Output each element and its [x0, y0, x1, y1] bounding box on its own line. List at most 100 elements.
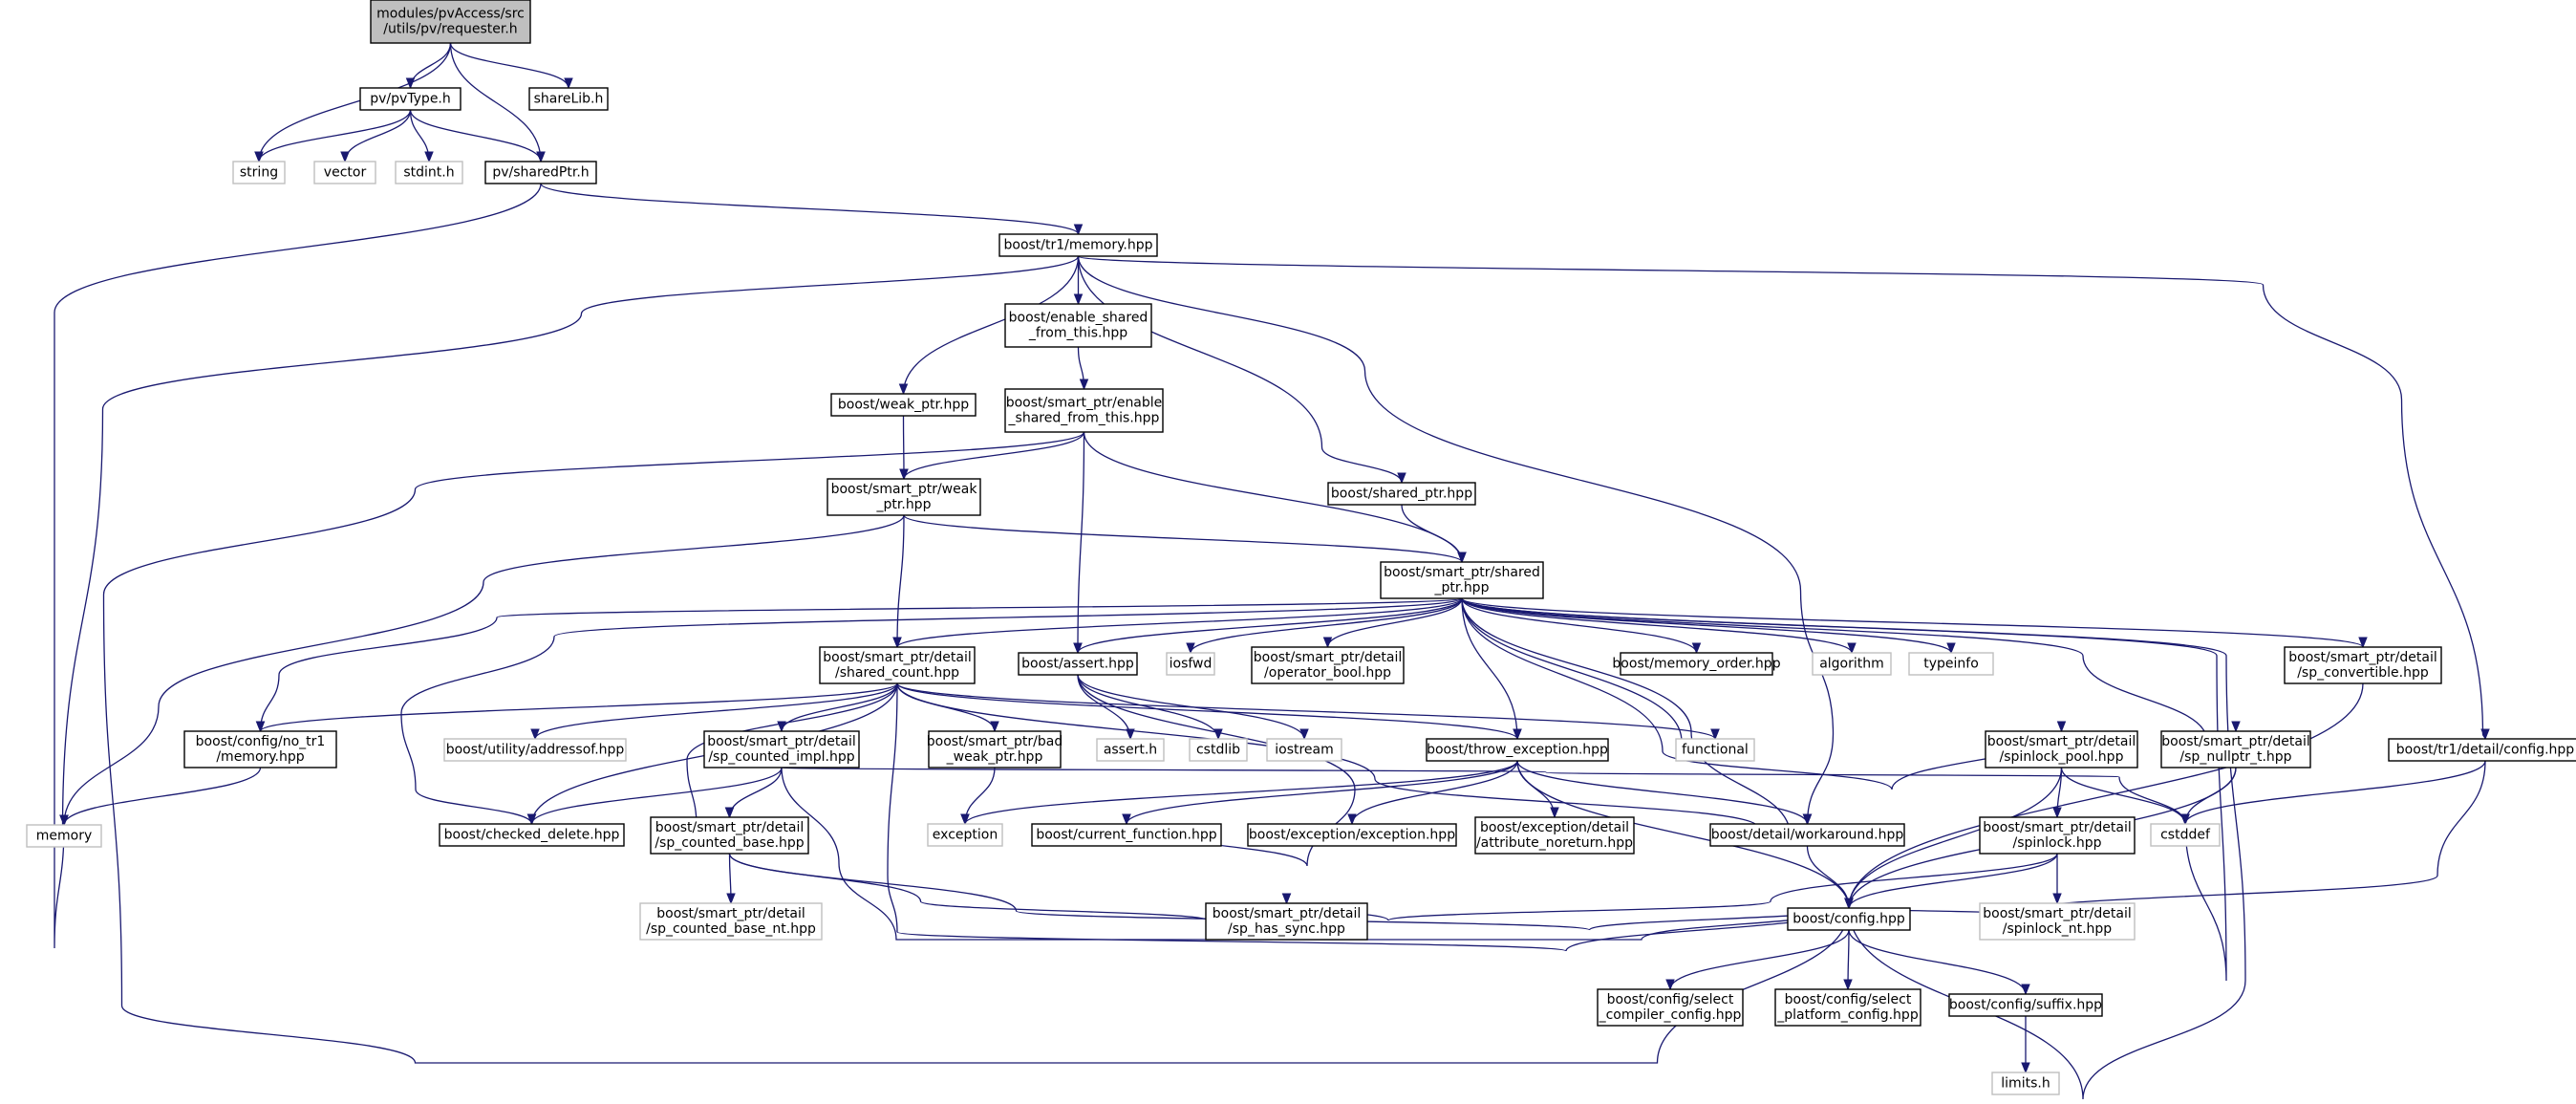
node-spinlock-pool[interactable]: boost/smart_ptr/detail/spinlock_pool.hpp: [1985, 730, 2138, 768]
edge-sp_counted_impl-to-checked_delete: [530, 767, 783, 825]
arrowhead-no_tr1-to-memory: [59, 814, 69, 827]
node-sp-shared-ptr[interactable]: boost/smart_ptr/shared_ptr.hpp: [1380, 561, 1544, 599]
node-suffix[interactable]: boost/config/suffix.hpp: [1948, 993, 2103, 1017]
node-box: [1031, 823, 1222, 847]
edge-no_tr1-to-memory: [63, 767, 262, 826]
node-box: [826, 478, 981, 516]
node-tr1memory[interactable]: boost/tr1/memory.hpp: [998, 233, 1158, 257]
node-spinlock[interactable]: boost/smart_ptr/detail/spinlock.hpp: [1979, 816, 2136, 855]
arrowhead-spinlock_pool-to-spinlock: [2052, 807, 2062, 819]
node-iostream: iostream: [1266, 738, 1342, 762]
node-sp-convertible[interactable]: boost/smart_ptr/detail/sp_convertible.hp…: [2284, 646, 2442, 684]
arrowhead-throw_exception-to-workaround: [1802, 813, 1813, 826]
edge-sp_shared_ptr-to-algorithm: [1461, 597, 1853, 654]
node-label-line: string: [240, 165, 278, 181]
node-label-line: /sp_convertible.hpp: [2297, 665, 2429, 681]
node-box: [1251, 646, 1405, 684]
node-box: [2388, 738, 2576, 762]
edge-sp_shared_ptr-to-iosfwd: [1190, 597, 1463, 654]
arrowhead-sp_shared_ptr-to-shared_count: [892, 637, 902, 649]
node-label-line: boost/memory_order.hpp: [1612, 657, 1780, 672]
node-select-platform[interactable]: boost/config/select_platform_config.hpp: [1774, 988, 1921, 1027]
edge-shared_count-to-functional: [896, 682, 1716, 740]
arrowhead-assert-to-iostream: [1299, 728, 1309, 741]
node-vector: vector: [313, 161, 376, 184]
edge-shared_count-to-sp_counted_impl: [781, 682, 898, 732]
edge-sp_shared_ptr-to-assert: [1077, 597, 1463, 654]
node-box: [1018, 652, 1138, 676]
node-box: [439, 823, 625, 847]
arrowhead-pvType-to-sharedPtr: [536, 151, 546, 163]
node-attribute-noreturn[interactable]: boost/exception/detail/attribute_noretur…: [1474, 816, 1635, 855]
edge-throw_exception-to-exception_hpp: [1351, 760, 1518, 825]
node-label-line: boost/enable_shared: [1009, 311, 1148, 326]
node-stdint: stdint.h: [395, 161, 463, 184]
arrowhead-sp_shared_ptr-to-spinlock_pool: [2056, 721, 2067, 733]
edge-tr1memory-to-weak_ptr: [902, 255, 1080, 395]
node-sp-counted-impl[interactable]: boost/smart_ptr/detail/sp_counted_impl.h…: [703, 730, 860, 768]
node-label-line: /sp_has_sync.hpp: [1228, 921, 1345, 937]
edge-tr1_config-to-config: [1848, 760, 2486, 915]
node-bad-weak-ptr[interactable]: boost/smart_ptr/bad_weak_ptr.hpp: [927, 730, 1063, 768]
node-exception-hpp[interactable]: boost/exception/exception.hpp: [1247, 823, 1457, 847]
node-box: [232, 161, 286, 184]
node-select-compiler[interactable]: boost/config/select_compiler_config.hpp: [1597, 988, 1744, 1027]
node-requester[interactable]: modules/pvAccess/src/utils/pv/requester.…: [370, 0, 531, 44]
node-shared-ptr[interactable]: boost/shared_ptr.hpp: [1327, 482, 1476, 506]
arrowhead-spinlock-to-spinlock_nt: [2052, 893, 2062, 905]
node-sp-counted-base[interactable]: boost/smart_ptr/detail/sp_counted_base.h…: [650, 816, 809, 855]
edge-shared_count-to-addressof: [534, 682, 898, 740]
node-label-line: _weak_ptr.hpp: [946, 749, 1043, 765]
node-operator-bool[interactable]: boost/smart_ptr/detail/operator_bool.hpp: [1251, 646, 1405, 684]
node-pvType[interactable]: pv/pvType.h: [359, 87, 462, 111]
node-label-line: shareLib.h: [534, 92, 604, 107]
node-label-line: /memory.hpp: [216, 749, 304, 765]
node-current-function[interactable]: boost/current_function.hpp: [1031, 823, 1222, 847]
edges-layer: [54, 42, 2490, 1100]
node-label-line: _platform_config.hpp: [1776, 1007, 1919, 1023]
node-box: [443, 738, 627, 762]
node-label-line: boost/shared_ptr.hpp: [1331, 487, 1472, 502]
edge-throw_exception-to-workaround: [1516, 760, 1809, 825]
node-sp-weak-ptr[interactable]: boost/smart_ptr/weak_ptr.hpp: [826, 478, 981, 516]
arrowhead-shared_count-to-no_tr1: [255, 721, 266, 733]
node-box: [1189, 738, 1248, 762]
node-label-line: algorithm: [1819, 657, 1884, 672]
node-box: [1620, 652, 1773, 676]
node-assert-h: assert.h: [1096, 738, 1165, 762]
node-sp-enable-shared[interactable]: boost/smart_ptr/enable_shared_from_this.…: [1004, 388, 1164, 433]
node-box: [1675, 738, 1755, 762]
node-sharedPtr[interactable]: pv/sharedPtr.h: [484, 161, 597, 184]
node-memory: memory: [26, 824, 102, 848]
node-label-line: /sp_counted_base.hpp: [655, 835, 804, 851]
node-shareLib[interactable]: shareLib.h: [528, 87, 609, 111]
edge-requester-to-sharedPtr: [449, 42, 542, 162]
arrowhead-enable_shared-to-sp_enable_shared: [1079, 379, 1089, 391]
edge-config-to-select_compiler: [1669, 929, 1850, 990]
arrowhead-pvType-to-string: [254, 151, 264, 163]
arrowhead-throw_exception-to-exception_hpp: [1347, 813, 1357, 826]
node-label-line: boost/config/suffix.hpp: [1949, 998, 2102, 1013]
node-label-line: memory: [36, 829, 93, 844]
edge-requester-to-shareLib: [449, 42, 569, 89]
node-workaround[interactable]: boost/detail/workaround.hpp: [1709, 823, 1905, 847]
node-memory-order[interactable]: boost/memory_order.hpp: [1612, 652, 1781, 676]
edge-sp_weak_ptr-to-shared_count: [896, 514, 905, 648]
node-sp-nullptr[interactable]: boost/smart_ptr/detail/sp_nullptr_t.hpp: [2160, 730, 2311, 768]
node-tr1-config[interactable]: boost/tr1/detail/config.hpp: [2388, 738, 2576, 762]
node-label-line: /attribute_noreturn.hpp: [1476, 835, 1633, 851]
arrowhead-sp_counted_impl-to-sp_counted_base: [724, 807, 735, 819]
edge-pvType-to-sharedPtr: [409, 109, 542, 162]
node-shared-count[interactable]: boost/smart_ptr/detail/shared_count.hpp: [819, 646, 976, 684]
node-assert[interactable]: boost/assert.hpp: [1018, 652, 1138, 676]
node-label-line: boost/smart_ptr/shared: [1384, 565, 1540, 580]
node-no-tr1[interactable]: boost/config/no_tr1/memory.hpp: [183, 730, 337, 768]
node-weak-ptr[interactable]: boost/weak_ptr.hpp: [830, 393, 977, 417]
node-config[interactable]: boost/config.hpp: [1787, 907, 1911, 931]
node-checked-delete[interactable]: boost/checked_delete.hpp: [439, 823, 625, 847]
node-enable-shared[interactable]: boost/enable_shared_from_this.hpp: [1004, 303, 1152, 348]
node-throw-exception[interactable]: boost/throw_exception.hpp: [1426, 738, 1609, 762]
node-sp-has-sync[interactable]: boost/smart_ptr/detail/sp_has_sync.hpp: [1205, 902, 1368, 941]
node-label-line: boost/assert.hpp: [1021, 657, 1134, 672]
arrowhead-config-to-select_compiler: [1665, 979, 1675, 991]
